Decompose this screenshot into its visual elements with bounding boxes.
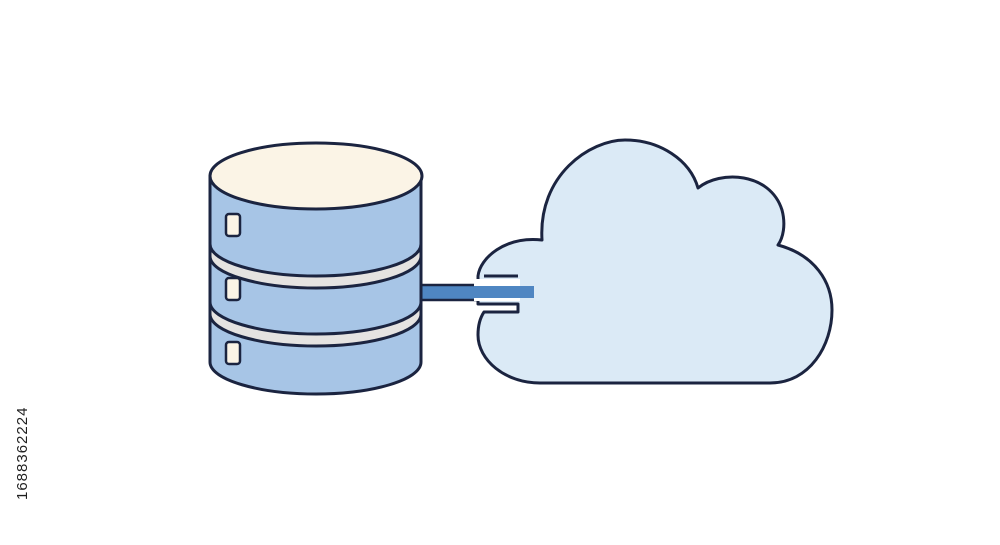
side-identifier-text: 1688362224 <box>14 406 31 500</box>
database-icon <box>208 141 424 396</box>
cloud-icon <box>474 138 834 385</box>
